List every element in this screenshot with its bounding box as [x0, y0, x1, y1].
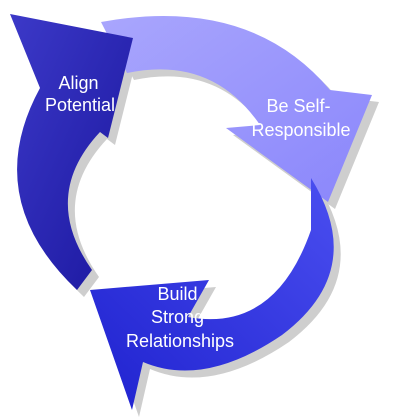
build-strong-relationships-label-line1: Build [157, 284, 197, 304]
build-strong-relationships-label-line2: Strong [151, 307, 204, 327]
align-potential-label-line1: Align [58, 73, 98, 93]
align-potential-arrow [10, 14, 133, 290]
align-potential-label: Align Potential [45, 73, 115, 115]
self-responsible-arrow [101, 16, 372, 202]
be-self-responsible-label: Be Self- Responsible [251, 96, 350, 140]
be-self-responsible-label-line2: Responsible [251, 120, 350, 140]
build-strong-relationships-label: Build Strong Relationships [126, 284, 234, 351]
build-strong-relationships-label-line3: Relationships [126, 331, 234, 351]
be-self-responsible-label-line1: Be Self- [266, 96, 330, 116]
align-potential-label-line2: Potential [45, 95, 115, 115]
build-relationships-arrow [90, 178, 334, 410]
